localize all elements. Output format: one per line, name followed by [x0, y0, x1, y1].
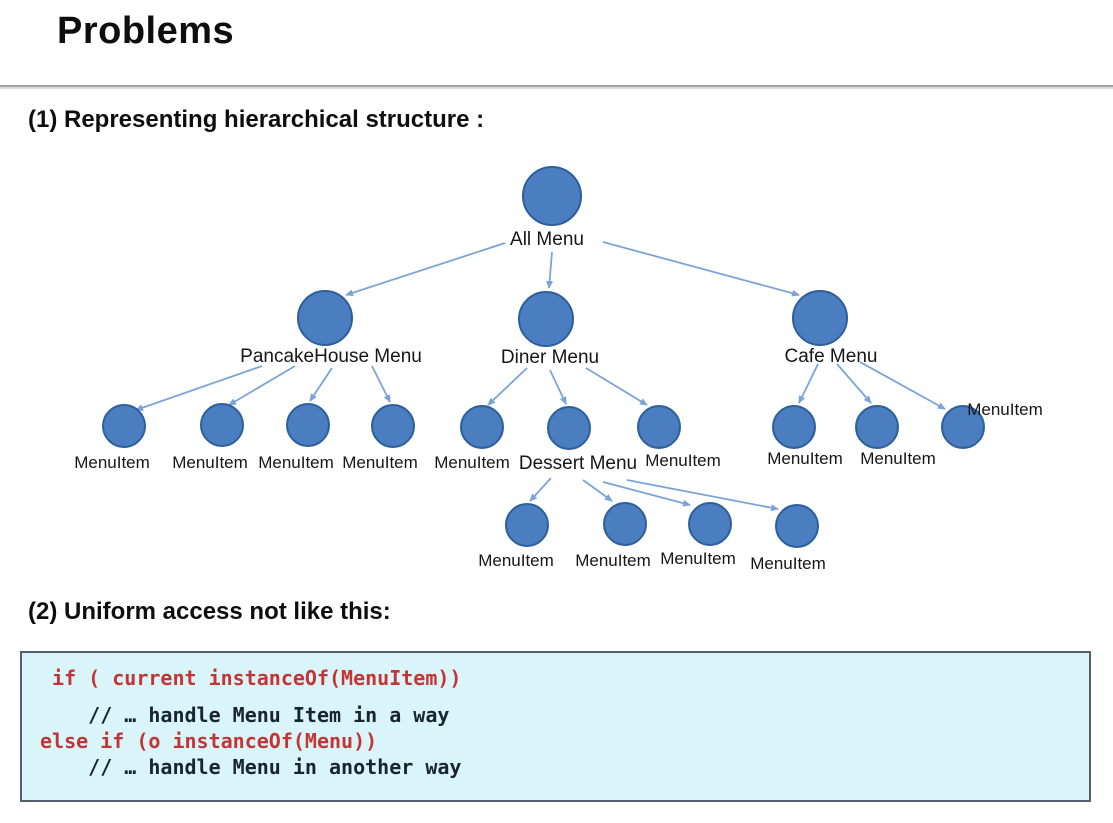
node-menuitem [102, 404, 146, 448]
node-dessert-menu [547, 406, 591, 450]
node-label-menuitem: MenuItem [258, 453, 334, 472]
edge-allmenu-cafe [602, 241, 800, 297]
node-label-menuitem: MenuItem [478, 551, 554, 570]
node-menuitem [200, 403, 244, 447]
node-label-menuitem: MenuItem [342, 453, 418, 472]
edge-dessert-item4 [626, 479, 779, 512]
section2-heading: (2) Uniform access not like this: [28, 598, 391, 625]
node-label-pancakehouse-menu: PancakeHouse Menu [240, 346, 422, 367]
edge-pancake-item2 [228, 365, 296, 406]
node-label-all-menu: All Menu [510, 229, 584, 250]
edge-pancake-item3 [309, 367, 333, 402]
node-menuitem [772, 405, 816, 449]
code-line-comment2: // … handle Menu in another way [40, 755, 462, 779]
node-label-menuitem: MenuItem [967, 400, 1043, 419]
edge-allmenu-pancake [345, 242, 506, 297]
node-menuitem [637, 405, 681, 449]
code-block: if ( current instanceOf(MenuItem)) // … … [20, 651, 1091, 802]
node-menuitem [688, 502, 732, 546]
edge-pancake-item1 [135, 365, 263, 411]
node-cafe-menu [792, 290, 848, 346]
edge-diner-dessert [549, 369, 567, 405]
node-label-menuitem: MenuItem [860, 449, 936, 468]
node-menuitem [505, 503, 549, 547]
menu-tree-diagram: All Menu PancakeHouse Menu Diner Menu Ca… [74, 166, 1043, 573]
node-menuitem [775, 504, 819, 548]
node-label-dessert-menu: Dessert Menu [519, 453, 637, 474]
edge-dessert-item1 [529, 477, 552, 502]
page-title: Problems [57, 10, 235, 52]
node-label-menuitem: MenuItem [575, 551, 651, 570]
code-line-comment1: // … handle Menu Item in a way [40, 703, 450, 727]
node-label-diner-menu: Diner Menu [501, 347, 599, 368]
code-line-elseif: else if (o instanceOf(Menu)) [40, 729, 378, 753]
node-menuitem [941, 405, 985, 449]
node-label-menuitem: MenuItem [434, 453, 510, 472]
title-divider [0, 85, 1113, 87]
edge-dessert-item2 [582, 479, 613, 502]
node-menuitem [603, 502, 647, 546]
node-menuitem [460, 405, 504, 449]
edge-dessert-item3 [602, 481, 691, 507]
code-snippet: if ( current instanceOf(MenuItem)) // … … [22, 653, 1089, 780]
section1-heading: (1) Representing hierarchical structure … [28, 106, 485, 133]
node-label-menuitem: MenuItem [750, 554, 826, 573]
node-label-menuitem: MenuItem [172, 453, 248, 472]
node-menuitem [855, 405, 899, 449]
node-label-cafe-menu: Cafe Menu [785, 346, 878, 367]
node-diner-menu [518, 291, 574, 347]
edge-allmenu-diner [546, 251, 554, 289]
edge-cafe-item1 [798, 363, 819, 404]
node-label-menuitem: MenuItem [660, 549, 736, 568]
edge-cafe-item2 [836, 363, 872, 404]
node-menuitem [371, 404, 415, 448]
node-pancakehouse-menu [297, 290, 353, 346]
edge-diner-item1 [487, 367, 528, 406]
edge-cafe-item3 [859, 361, 946, 410]
node-label-menuitem: MenuItem [767, 449, 843, 468]
node-menuitem [286, 403, 330, 447]
node-label-menuitem: MenuItem [74, 453, 150, 472]
edge-diner-item2 [585, 367, 648, 406]
edge-pancake-item4 [371, 365, 391, 403]
code-line-if: if ( current instanceOf(MenuItem)) [40, 666, 462, 690]
node-label-menuitem: MenuItem [645, 451, 721, 470]
node-all-menu [522, 166, 582, 226]
